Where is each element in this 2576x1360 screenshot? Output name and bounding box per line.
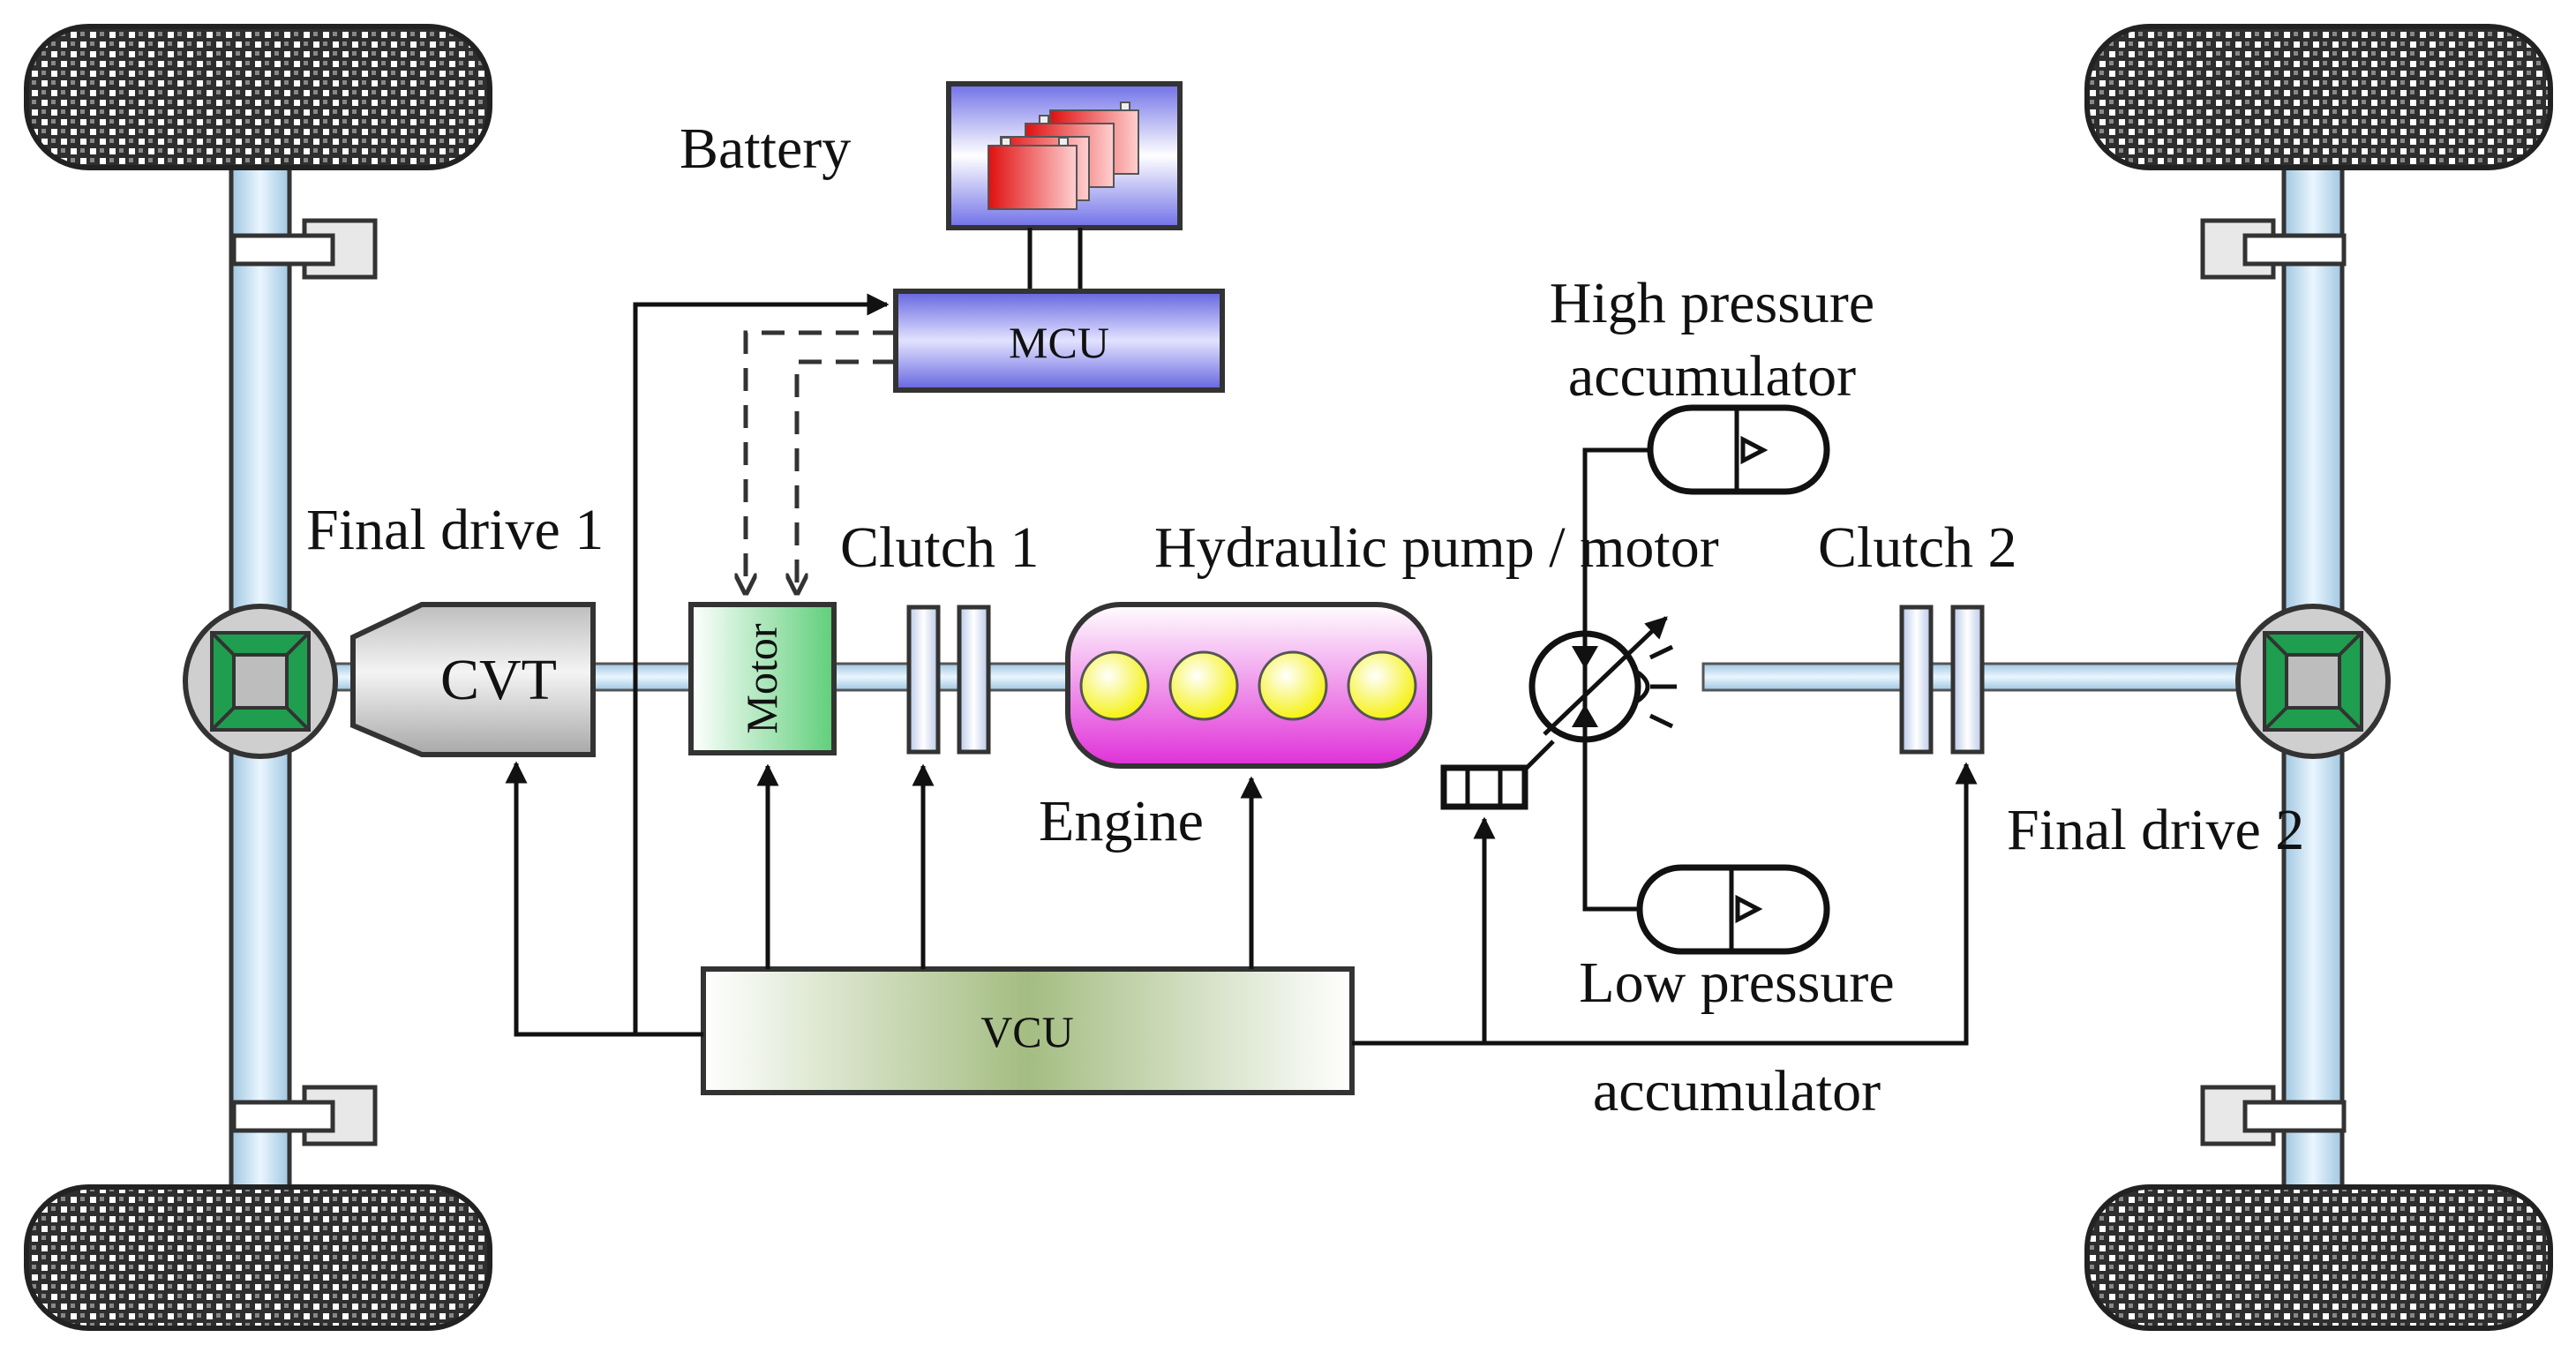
tire-tread-icon (2084, 1184, 2553, 1331)
wheel-front-left (24, 24, 492, 170)
battery-label: Battery (680, 116, 851, 181)
high-pressure-label: High pressure (1550, 271, 1874, 335)
mcu: MCU (893, 289, 1225, 393)
clutch-1 (906, 605, 991, 755)
engine-label: Engine (1039, 789, 1204, 853)
cylinder (1347, 650, 1417, 721)
final-drive-2-label: Final drive 2 (2007, 798, 2304, 862)
high-pressure-label-2: accumulator (1568, 344, 1856, 409)
mcu-label: MCU (1009, 318, 1109, 367)
wheel-rear-right (2084, 1184, 2553, 1331)
low-pressure-accumulator (1636, 864, 1830, 955)
engine (1065, 602, 1432, 769)
clutch-1-label: Clutch 1 (840, 515, 1040, 580)
tire-tread-icon (24, 24, 492, 170)
battery (946, 81, 1183, 291)
cylinder (1168, 650, 1239, 721)
variable-displacement-pump-icon (1528, 616, 1677, 743)
clutch-2-label: Clutch 2 (1818, 515, 2017, 580)
hydraulic-pump-motor-label: Hydraulic pump / motor (1154, 515, 1719, 580)
vcu: VCU (701, 966, 1355, 1095)
final-drive-1-label: Final drive 1 (306, 498, 604, 562)
tire-tread-icon (24, 1184, 492, 1331)
cvt-label: CVT (440, 648, 557, 712)
battery-cell-icon (988, 101, 1139, 210)
low-pressure-label-2: accumulator (1593, 1059, 1881, 1123)
motor-label: Motor (737, 623, 786, 733)
vcu-label: VCU (980, 1007, 1074, 1056)
final-drive-2 (2235, 604, 2391, 759)
low-pressure-line (1582, 740, 1640, 912)
wheel-rear-left (24, 1184, 492, 1331)
mcu-motor-signal (746, 330, 896, 593)
clutch-2 (1899, 605, 1985, 755)
wheel-front-right (2084, 24, 2553, 170)
motor: Motor (688, 602, 837, 755)
cylinder (1079, 650, 1150, 721)
low-pressure-label: Low pressure (1579, 950, 1894, 1015)
cvt: CVT (350, 602, 596, 757)
vcu-control-lines (505, 293, 1978, 1046)
high-pressure-line (1582, 447, 1650, 634)
axle-bracket (231, 218, 2347, 1146)
high-pressure-accumulator (1647, 404, 1830, 495)
tire-tread-icon (2084, 24, 2553, 170)
final-drive-1 (183, 604, 338, 759)
control-valve-icon (1440, 764, 1528, 810)
cylinder (1258, 650, 1328, 721)
